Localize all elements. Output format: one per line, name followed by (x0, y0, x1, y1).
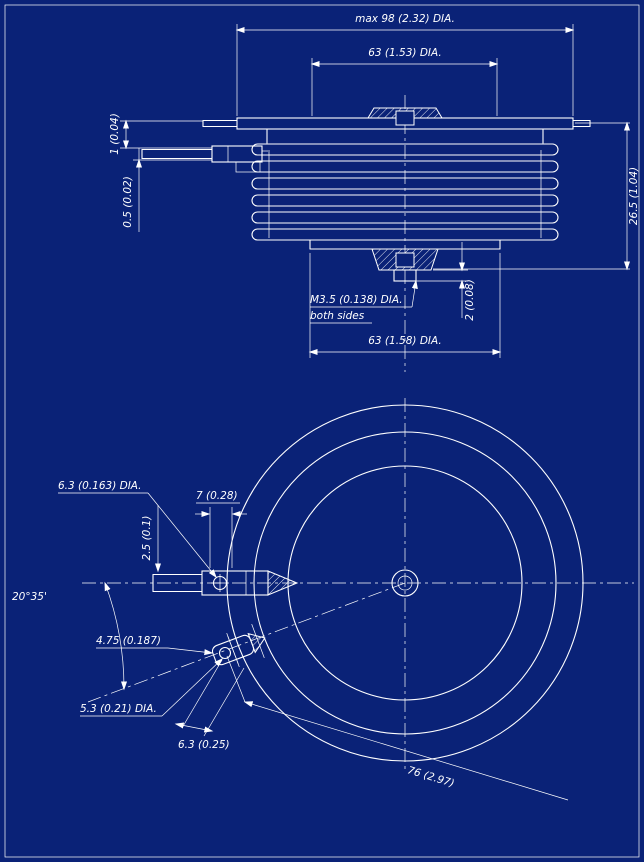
gate-hole (218, 646, 232, 660)
dim-overall-height-label: 26.5 (1.04) (628, 167, 640, 225)
dim-top-diameter: 63 (1.53) DIA. (310, 47, 499, 116)
dim-flange-offsets: 1 (0.04) 0.5 (0.02) (109, 113, 212, 232)
center-hole (391, 569, 419, 597)
dim-lead-thickness-label: 0.5 (0.02) (122, 176, 134, 228)
dim-bottom-diameter-label: 63 (1.58) DIA. (368, 335, 442, 347)
control-lead (141, 145, 268, 173)
dim-tab-width: 7 (0.28) (195, 490, 247, 568)
tab-wedge (267, 570, 299, 596)
dim-tab-hole-label: 6.3 (0.163) DIA. (58, 480, 142, 492)
dim-max-diameter-label: max 98 (2.32) DIA. (355, 13, 455, 25)
gate-axis-centerline (87, 582, 406, 703)
drawing-border (4, 4, 640, 858)
dim-gate-offset-label: 4.75 (0.187) (96, 635, 161, 647)
top-pole-section (367, 107, 443, 126)
dim-stud-height: 2 (0.08) (416, 242, 476, 321)
bottom-stud (393, 269, 417, 282)
dim-bottom-diameter: 63 (1.58) DIA. (308, 253, 502, 358)
dim-tab-width-label: 7 (0.28) (196, 490, 238, 502)
bottom-recess (395, 252, 415, 268)
gate-wedge (247, 632, 266, 654)
dim-angle: 20°35' (12, 581, 128, 691)
dim-gate-width-label: 6.3 (0.25) (178, 739, 230, 751)
dim-max-diameter: max 98 (2.32) DIA. (235, 13, 575, 116)
dim-gate-width: 6.3 (0.25) (174, 659, 245, 751)
bellows-fins (251, 143, 559, 241)
thread-callout-line2: both sides (310, 310, 365, 322)
main-terminal-tab (152, 570, 299, 596)
side-view: max 98 (2.32) DIA. 63 (1.53) DIA. 26.5 (… (109, 13, 640, 372)
dim-gate-offset: 4.75 (0.187) (96, 623, 265, 668)
dim-top-diameter-label: 63 (1.53) DIA. (368, 47, 442, 59)
dim-tab-hole: 6.3 (0.163) DIA. (58, 480, 217, 579)
top-recess (395, 110, 415, 126)
thread-callout: M3.5 (0.138) DIA. both sides (310, 279, 418, 324)
dim-flange-offset-label: 1 (0.04) (109, 113, 121, 155)
dim-stud-height-label: 2 (0.08) (464, 279, 476, 321)
dim-tab-thickness: 2.5 (0.1) (141, 505, 162, 573)
dim-angle-label: 20°35' (12, 591, 47, 603)
dim-tab-thickness-label: 2.5 (0.1) (141, 516, 153, 561)
bottom-pole-section (309, 239, 501, 282)
dim-overall-height: 26.5 (1.04) (433, 121, 640, 271)
thread-callout-line1: M3.5 (0.138) DIA. (310, 294, 403, 306)
dim-gate-hole: 5.3 (0.21) DIA. (80, 658, 223, 717)
dim-gate-hole-label: 5.3 (0.21) DIA. (80, 703, 157, 715)
